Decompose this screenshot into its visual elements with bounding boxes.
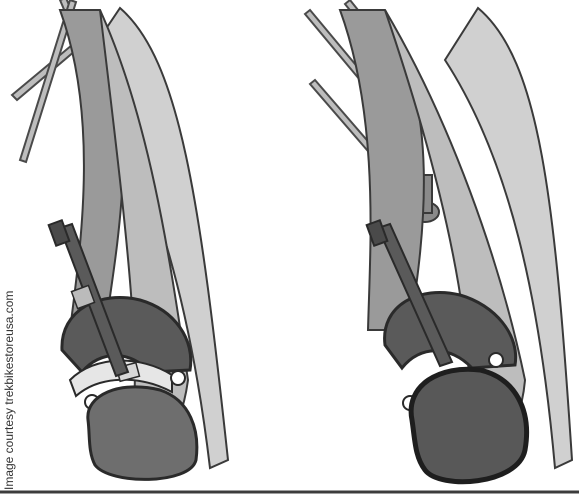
image-credit-text: Image courtesy trekbikestoreusa.com <box>2 260 16 490</box>
left-wheel-panel <box>12 0 228 479</box>
right-inner-tube <box>411 369 526 481</box>
right-wheel-panel <box>305 0 572 482</box>
left-inner-tube <box>88 387 197 480</box>
